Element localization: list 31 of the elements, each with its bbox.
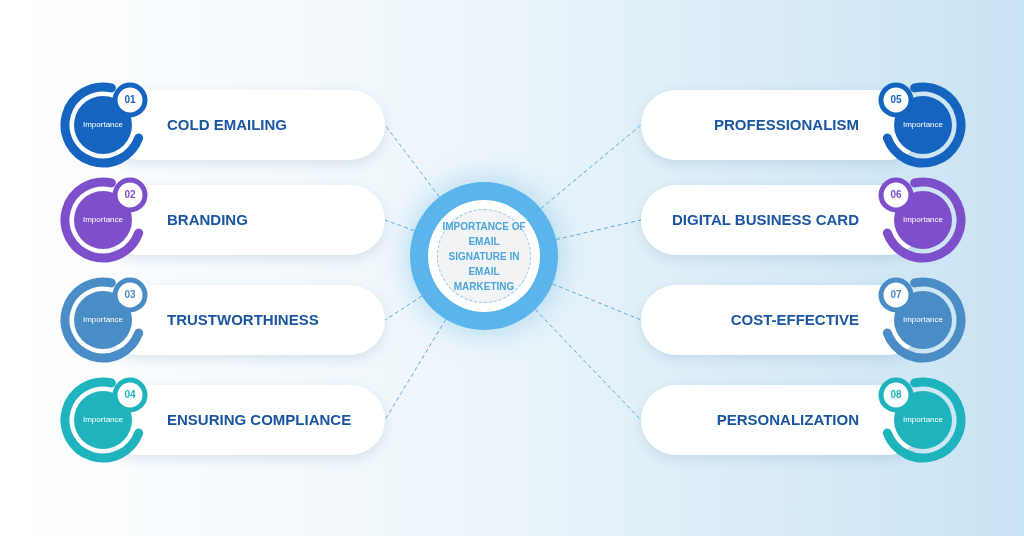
center-title: IMPORTANCE OF EMAIL SIGNATURE IN EMAIL MARKETING — [441, 219, 527, 294]
item-title: TRUSTWORTHINESS — [167, 310, 319, 330]
number-label: 08 — [889, 388, 903, 402]
connector-line — [555, 219, 642, 240]
connector-line — [540, 124, 642, 210]
item-title: BRANDING — [167, 210, 248, 230]
item-title: DIGITAL BUSINESS CARD — [672, 210, 859, 230]
connector-line — [552, 283, 642, 321]
importance-label: Importance — [902, 314, 944, 326]
connector-line — [534, 308, 642, 421]
item-title: PERSONALIZATION — [716, 410, 859, 430]
connector-line — [384, 124, 440, 198]
number-label: 01 — [123, 93, 137, 107]
importance-label: Importance — [82, 314, 124, 326]
item-title: PROFESSIONALISM — [714, 115, 859, 135]
item-title: COST-EFFECTIVE — [730, 310, 859, 330]
item-title: ENSURING COMPLIANCE — [167, 410, 352, 430]
importance-label: Importance — [82, 214, 124, 226]
importance-label: Importance — [82, 119, 124, 131]
number-label: 02 — [123, 188, 137, 202]
item-title: COLD EMAILING — [167, 115, 287, 135]
number-label: 06 — [889, 188, 903, 202]
importance-label: Importance — [902, 214, 944, 226]
number-label: 03 — [123, 288, 137, 302]
connector-line — [384, 219, 415, 232]
importance-label: Importance — [82, 414, 124, 426]
number-label: 07 — [889, 288, 903, 302]
number-label: 04 — [123, 388, 137, 402]
number-label: 05 — [889, 93, 903, 107]
importance-label: Importance — [902, 414, 944, 426]
importance-label: Importance — [902, 119, 944, 131]
